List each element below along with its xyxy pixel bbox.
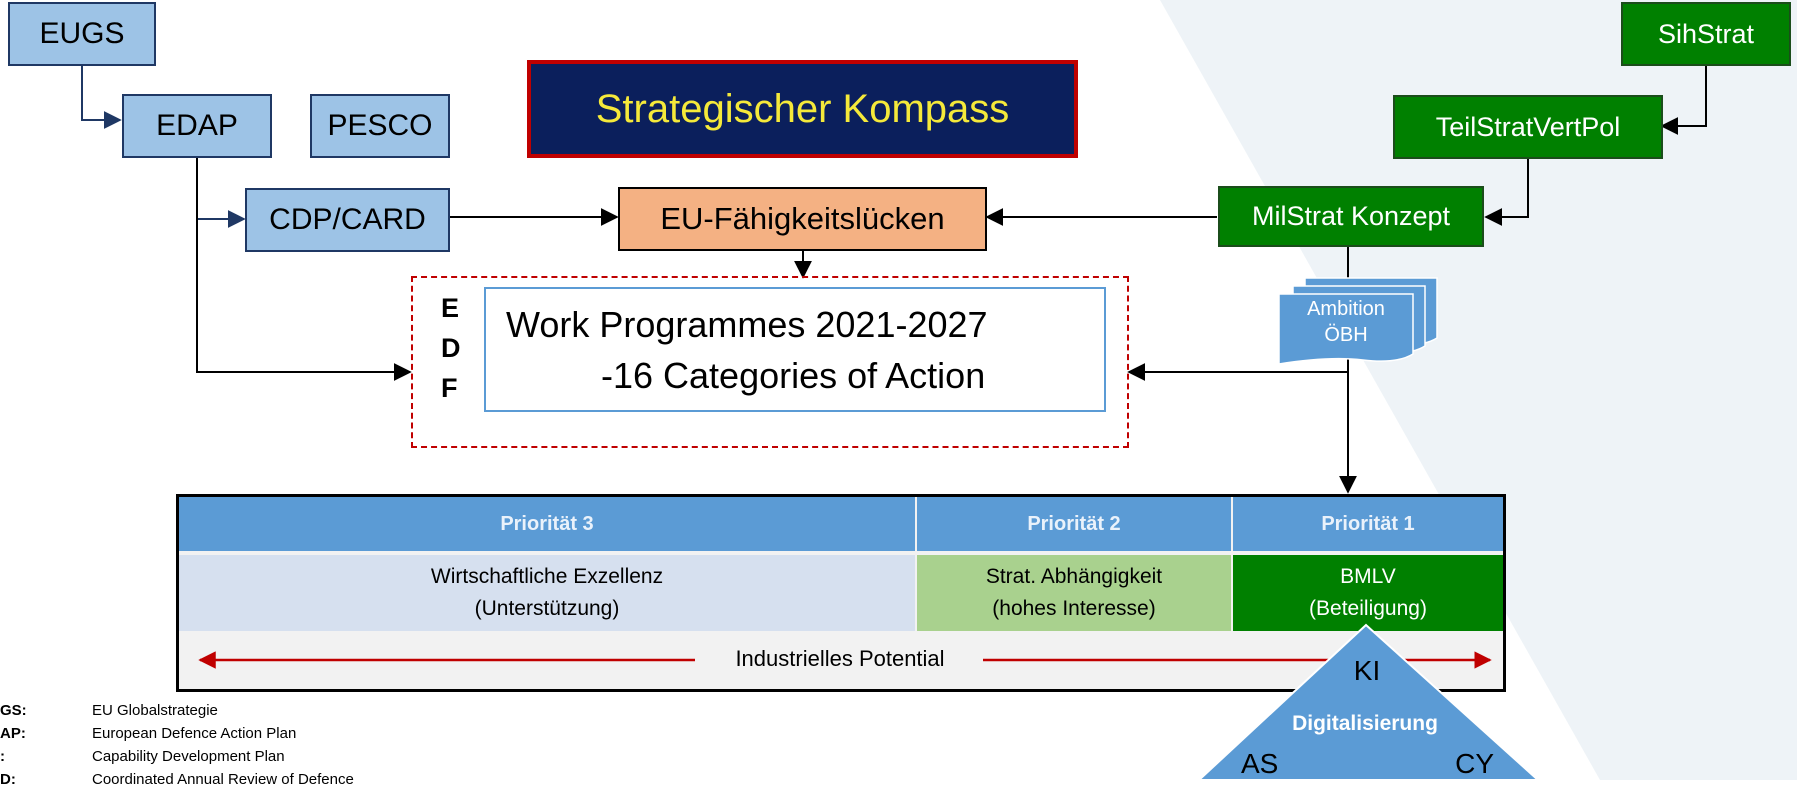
industrial-potential-label: Industrielles Potential — [735, 646, 945, 671]
milstrat-box: MilStrat Konzept — [1218, 186, 1484, 247]
legend-desc-2: European Defence Action Plan — [92, 725, 297, 742]
legend-term-3: : — [0, 748, 5, 765]
eu-capability-gaps-box: EU-Fähigkeitslücken — [618, 187, 987, 251]
edf-letter-e: E — [441, 293, 460, 323]
work-programmes-box: Work Programmes 2021-2027 -16 Categories… — [484, 287, 1106, 412]
edf-letter-f: F — [441, 373, 458, 403]
cell-priority-3: Wirtschaftliche Exzellenz (Unterstützung… — [179, 555, 915, 631]
ambition-line2: ÖBH — [1324, 324, 1368, 346]
ambition-document-stack — [1278, 277, 1438, 365]
cell-priority-1: BMLV (Beteiligung) — [1233, 555, 1503, 631]
triangle-label-cy: CY — [1455, 748, 1494, 779]
ambition-line1: Ambition — [1307, 298, 1385, 320]
eugs-box: EUGS — [8, 2, 156, 66]
triangle-label-as: AS — [1241, 748, 1279, 779]
p2-line2: (hohes Interesse) — [992, 597, 1156, 620]
p3-line1: Wirtschaftliche Exzellenz — [430, 565, 664, 588]
legend-desc-3: Capability Development Plan — [92, 748, 285, 765]
edf-letter-d: D — [441, 333, 461, 363]
edf-container — [411, 276, 1129, 448]
header-priority-2: Priorität 2 — [917, 497, 1231, 551]
p3-line2: (Unterstützung) — [474, 597, 620, 620]
header-priority-1: Priorität 1 — [1233, 497, 1503, 551]
legend: GS: EU Globalstrategie AP: European Defe… — [0, 700, 600, 788]
legend-term-2: AP: — [0, 725, 26, 742]
legend-desc-1: EU Globalstrategie — [92, 702, 218, 719]
digitalization-triangle — [1197, 623, 1540, 780]
categories-of-action: -16 Categories of Action — [601, 355, 986, 396]
legend-term-1: GS: — [0, 702, 27, 719]
edap-box: EDAP — [122, 94, 272, 158]
cdp-card-box: CDP/CARD — [245, 188, 450, 252]
cell-priority-2: Strat. Abhängigkeit (hohes Interesse) — [917, 555, 1231, 631]
p1-line1: BMLV — [1340, 565, 1396, 588]
p2-line1: Strat. Abhängigkeit — [985, 565, 1163, 588]
p1-line2: (Beteiligung) — [1309, 597, 1427, 620]
triangle-label-digitalisierung: Digitalisierung — [1292, 712, 1438, 735]
triangle-label-ki: KI — [1353, 655, 1381, 686]
sihstrat-box: SihStrat — [1621, 2, 1791, 66]
ambition-label: Ambition ÖBH — [1279, 296, 1413, 348]
edf-letters: E D F — [441, 288, 471, 408]
header-priority-3: Priorität 3 — [179, 497, 915, 551]
work-programmes-title: Work Programmes 2021-2027 — [506, 304, 988, 345]
pesco-box: PESCO — [310, 94, 450, 158]
teilstrat-box: TeilStratVertPol — [1393, 95, 1663, 159]
strategic-compass-box: Strategischer Kompass — [527, 60, 1078, 158]
